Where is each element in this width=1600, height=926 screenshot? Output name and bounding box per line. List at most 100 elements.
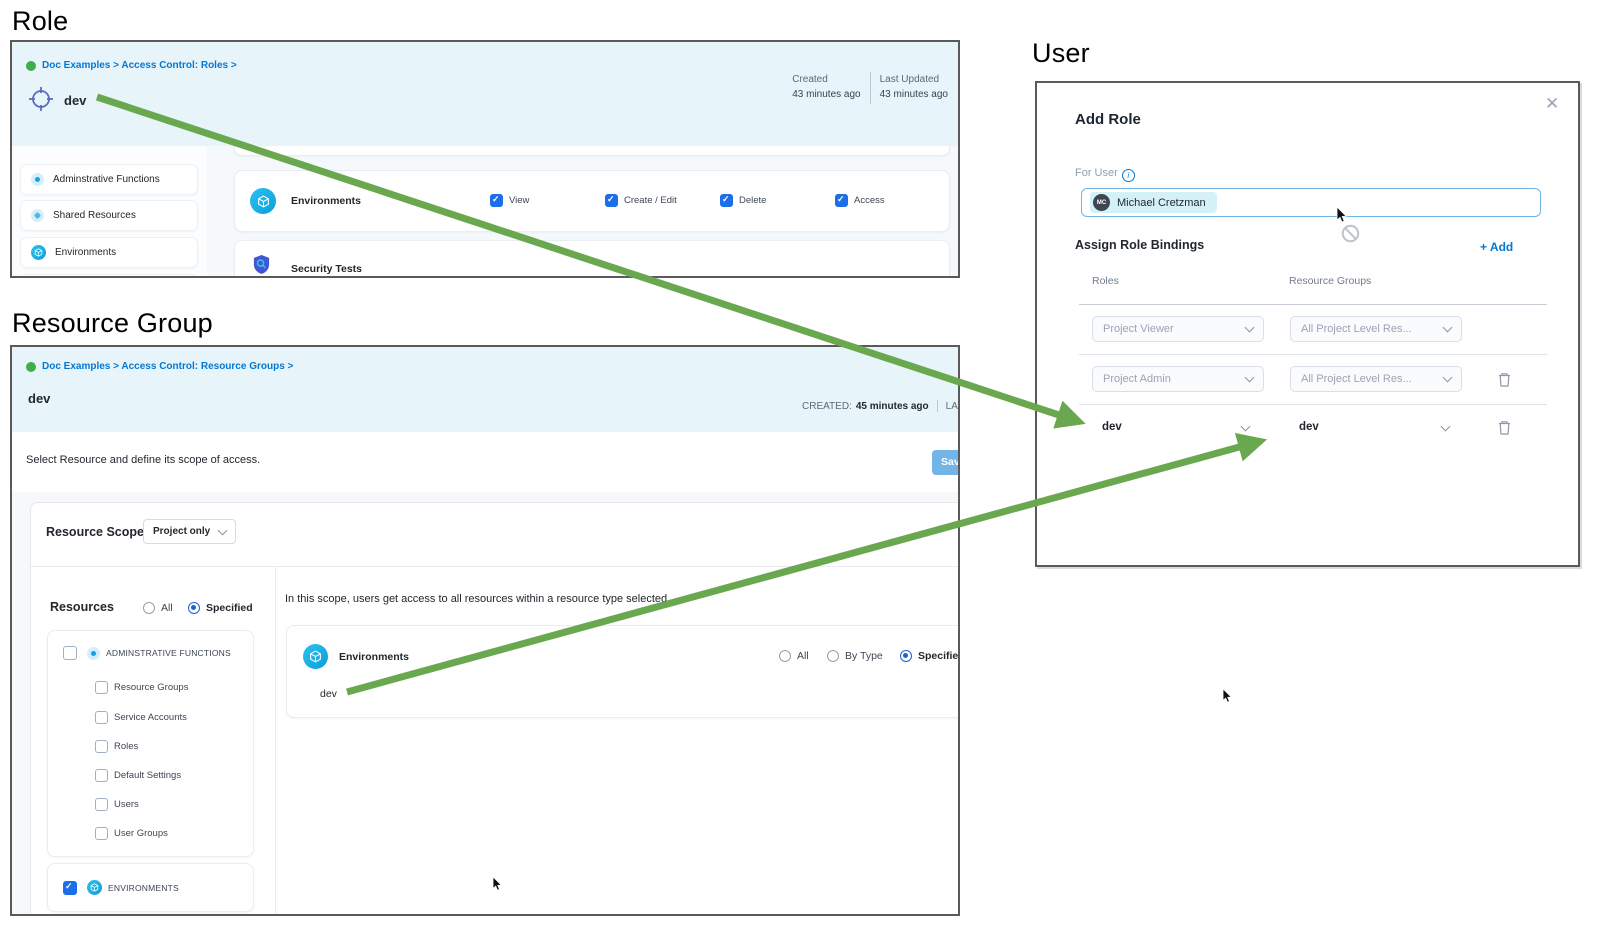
checkbox[interactable] xyxy=(95,769,108,782)
delete-checkbox[interactable] xyxy=(720,194,733,207)
updated-meta: Last Updated 43 minutes ago xyxy=(879,74,948,100)
add-role-binding-button[interactable]: + Add xyxy=(1480,240,1514,254)
resource-group-section-title: Resource Group xyxy=(12,308,213,338)
resource-label: Security Tests xyxy=(291,263,363,275)
role-section-title: Role xyxy=(12,6,69,36)
administrative-functions-icon xyxy=(87,646,100,660)
resource-scope-label: Resource Scope xyxy=(46,525,144,539)
sidebar-item-shared-resources[interactable]: Shared Resources xyxy=(20,200,198,231)
toolbar-instruction: Select Resource and define its scope of … xyxy=(26,454,261,466)
checkbox[interactable] xyxy=(63,646,77,660)
chevron-down-icon[interactable] xyxy=(1440,421,1451,432)
access-checkbox[interactable] xyxy=(835,194,848,207)
add-role-dialog: Add Role For User MC Michael Cretzman As… xyxy=(1035,81,1580,567)
checkbox[interactable] xyxy=(95,711,108,724)
role-target-icon xyxy=(29,87,53,111)
permission-delete[interactable]: Delete xyxy=(720,194,766,207)
scope-radio-specified[interactable]: Specified xyxy=(900,650,958,662)
role-meta: Created 43 minutes ago Last Updated 43 m… xyxy=(792,72,948,104)
resource-group-select[interactable]: All Project Level Res... xyxy=(1290,316,1462,342)
radio-icon[interactable] xyxy=(900,650,912,662)
for-user-label: For User xyxy=(1075,167,1135,182)
close-icon[interactable] xyxy=(1545,95,1559,112)
radio-icon[interactable] xyxy=(827,650,839,662)
tree-item-roles[interactable]: Roles xyxy=(95,740,138,753)
breadcrumb-text[interactable]: Doc Examples > Access Control: Resource … xyxy=(42,361,294,372)
delete-icon[interactable] xyxy=(1497,371,1512,388)
role-select[interactable]: dev xyxy=(1102,421,1122,433)
created-meta: Created 43 minutes ago xyxy=(792,74,861,100)
scope-description: In this scope, users get access to all r… xyxy=(285,593,668,605)
checkbox[interactable] xyxy=(63,880,77,895)
delete-icon[interactable] xyxy=(1497,419,1512,436)
chevron-down-icon xyxy=(217,525,228,535)
user-name: Michael Cretzman xyxy=(1117,196,1206,209)
meta-divider xyxy=(936,400,938,412)
scope-card: Resource Scope Project only Resources Al… xyxy=(30,502,958,914)
resources-column: Resources All Specified ADMINSTRATIVE FU… xyxy=(31,566,276,914)
selected-resource: dev xyxy=(320,688,337,700)
security-tests-icon xyxy=(253,255,270,274)
user-chip[interactable]: MC Michael Cretzman xyxy=(1090,192,1217,213)
checkbox[interactable] xyxy=(95,827,108,840)
scope-radio-all[interactable]: All xyxy=(779,650,809,662)
environments-icon xyxy=(250,188,276,214)
resource-group-panel: Doc Examples > Access Control: Resource … xyxy=(10,345,960,916)
chevron-down-icon xyxy=(1442,372,1453,383)
tree-item-user-groups[interactable]: User Groups xyxy=(95,827,168,840)
tree-item-service-accounts[interactable]: Service Accounts xyxy=(95,711,187,724)
permission-row-security-tests: Security Tests xyxy=(234,240,950,276)
environments-icon xyxy=(87,880,102,895)
mouse-cursor xyxy=(492,876,503,891)
chevron-down-icon[interactable] xyxy=(1240,421,1251,432)
checkbox[interactable] xyxy=(95,740,108,753)
save-button[interactable]: Save xyxy=(932,450,958,475)
scope-environments-card: Environments All By Type Specified dev xyxy=(286,625,958,718)
info-icon[interactable] xyxy=(1121,169,1135,182)
resource-scope-select[interactable]: Project only xyxy=(143,519,236,544)
breadcrumb[interactable]: Doc Examples > Access Control: Roles > xyxy=(26,60,237,71)
resource-label: Environments xyxy=(291,195,362,207)
divider xyxy=(1079,304,1547,305)
role-title: dev xyxy=(64,93,87,108)
permission-view[interactable]: View xyxy=(490,194,529,207)
radio-icon[interactable] xyxy=(779,650,791,662)
chevron-down-icon xyxy=(1244,372,1255,383)
divider xyxy=(1079,354,1547,355)
role-select[interactable]: Project Admin xyxy=(1092,366,1264,392)
breadcrumb[interactable]: Doc Examples > Access Control: Resource … xyxy=(26,361,293,372)
resources-radio-specified[interactable]: Specified xyxy=(188,602,253,614)
user-section-title: User xyxy=(1032,38,1090,68)
role-select[interactable]: Project Viewer xyxy=(1092,316,1264,342)
avatar: MC xyxy=(1093,194,1110,211)
scope-radio-by-type[interactable]: By Type xyxy=(827,650,883,662)
resource-group-select[interactable]: dev xyxy=(1299,421,1319,433)
tree-item-administrative-functions[interactable]: ADMINSTRATIVE FUNCTIONS xyxy=(63,646,231,660)
sidebar-item-administrative-functions[interactable]: Adminstrative Functions xyxy=(20,164,198,195)
tree-item-resource-groups[interactable]: Resource Groups xyxy=(95,681,188,694)
resources-heading: Resources xyxy=(50,600,114,614)
breadcrumb-text[interactable]: Doc Examples > Access Control: Roles > xyxy=(42,60,237,71)
create-edit-checkbox[interactable] xyxy=(605,194,618,207)
administrative-functions-group: ADMINSTRATIVE FUNCTIONS Resource Groups … xyxy=(47,630,254,857)
resources-radio-all[interactable]: All xyxy=(143,602,173,614)
resource-group-select[interactable]: All Project Level Res... xyxy=(1290,366,1462,392)
radio-icon[interactable] xyxy=(143,602,155,614)
tree-item-environments[interactable]: ENVIRONMENTS xyxy=(63,880,179,895)
tree-item-default-settings[interactable]: Default Settings xyxy=(95,769,181,782)
checkbox[interactable] xyxy=(95,681,108,694)
permission-access[interactable]: Access xyxy=(835,194,885,207)
role-header: Doc Examples > Access Control: Roles > d… xyxy=(12,42,958,146)
user-input[interactable]: MC Michael Cretzman xyxy=(1081,188,1541,217)
resource-group-body: Resource Scope Project only Resources Al… xyxy=(12,492,958,914)
checkbox[interactable] xyxy=(95,798,108,811)
sidebar-item-partial[interactable] xyxy=(20,274,198,276)
permission-row-partial xyxy=(234,146,950,156)
radio-icon[interactable] xyxy=(188,602,200,614)
shared-resources-icon xyxy=(31,209,44,222)
project-icon xyxy=(26,60,36,71)
sidebar-item-environments[interactable]: Environments xyxy=(20,237,198,268)
view-checkbox[interactable] xyxy=(490,194,503,207)
tree-item-users[interactable]: Users xyxy=(95,798,139,811)
permission-create-edit[interactable]: Create / Edit xyxy=(605,194,677,207)
